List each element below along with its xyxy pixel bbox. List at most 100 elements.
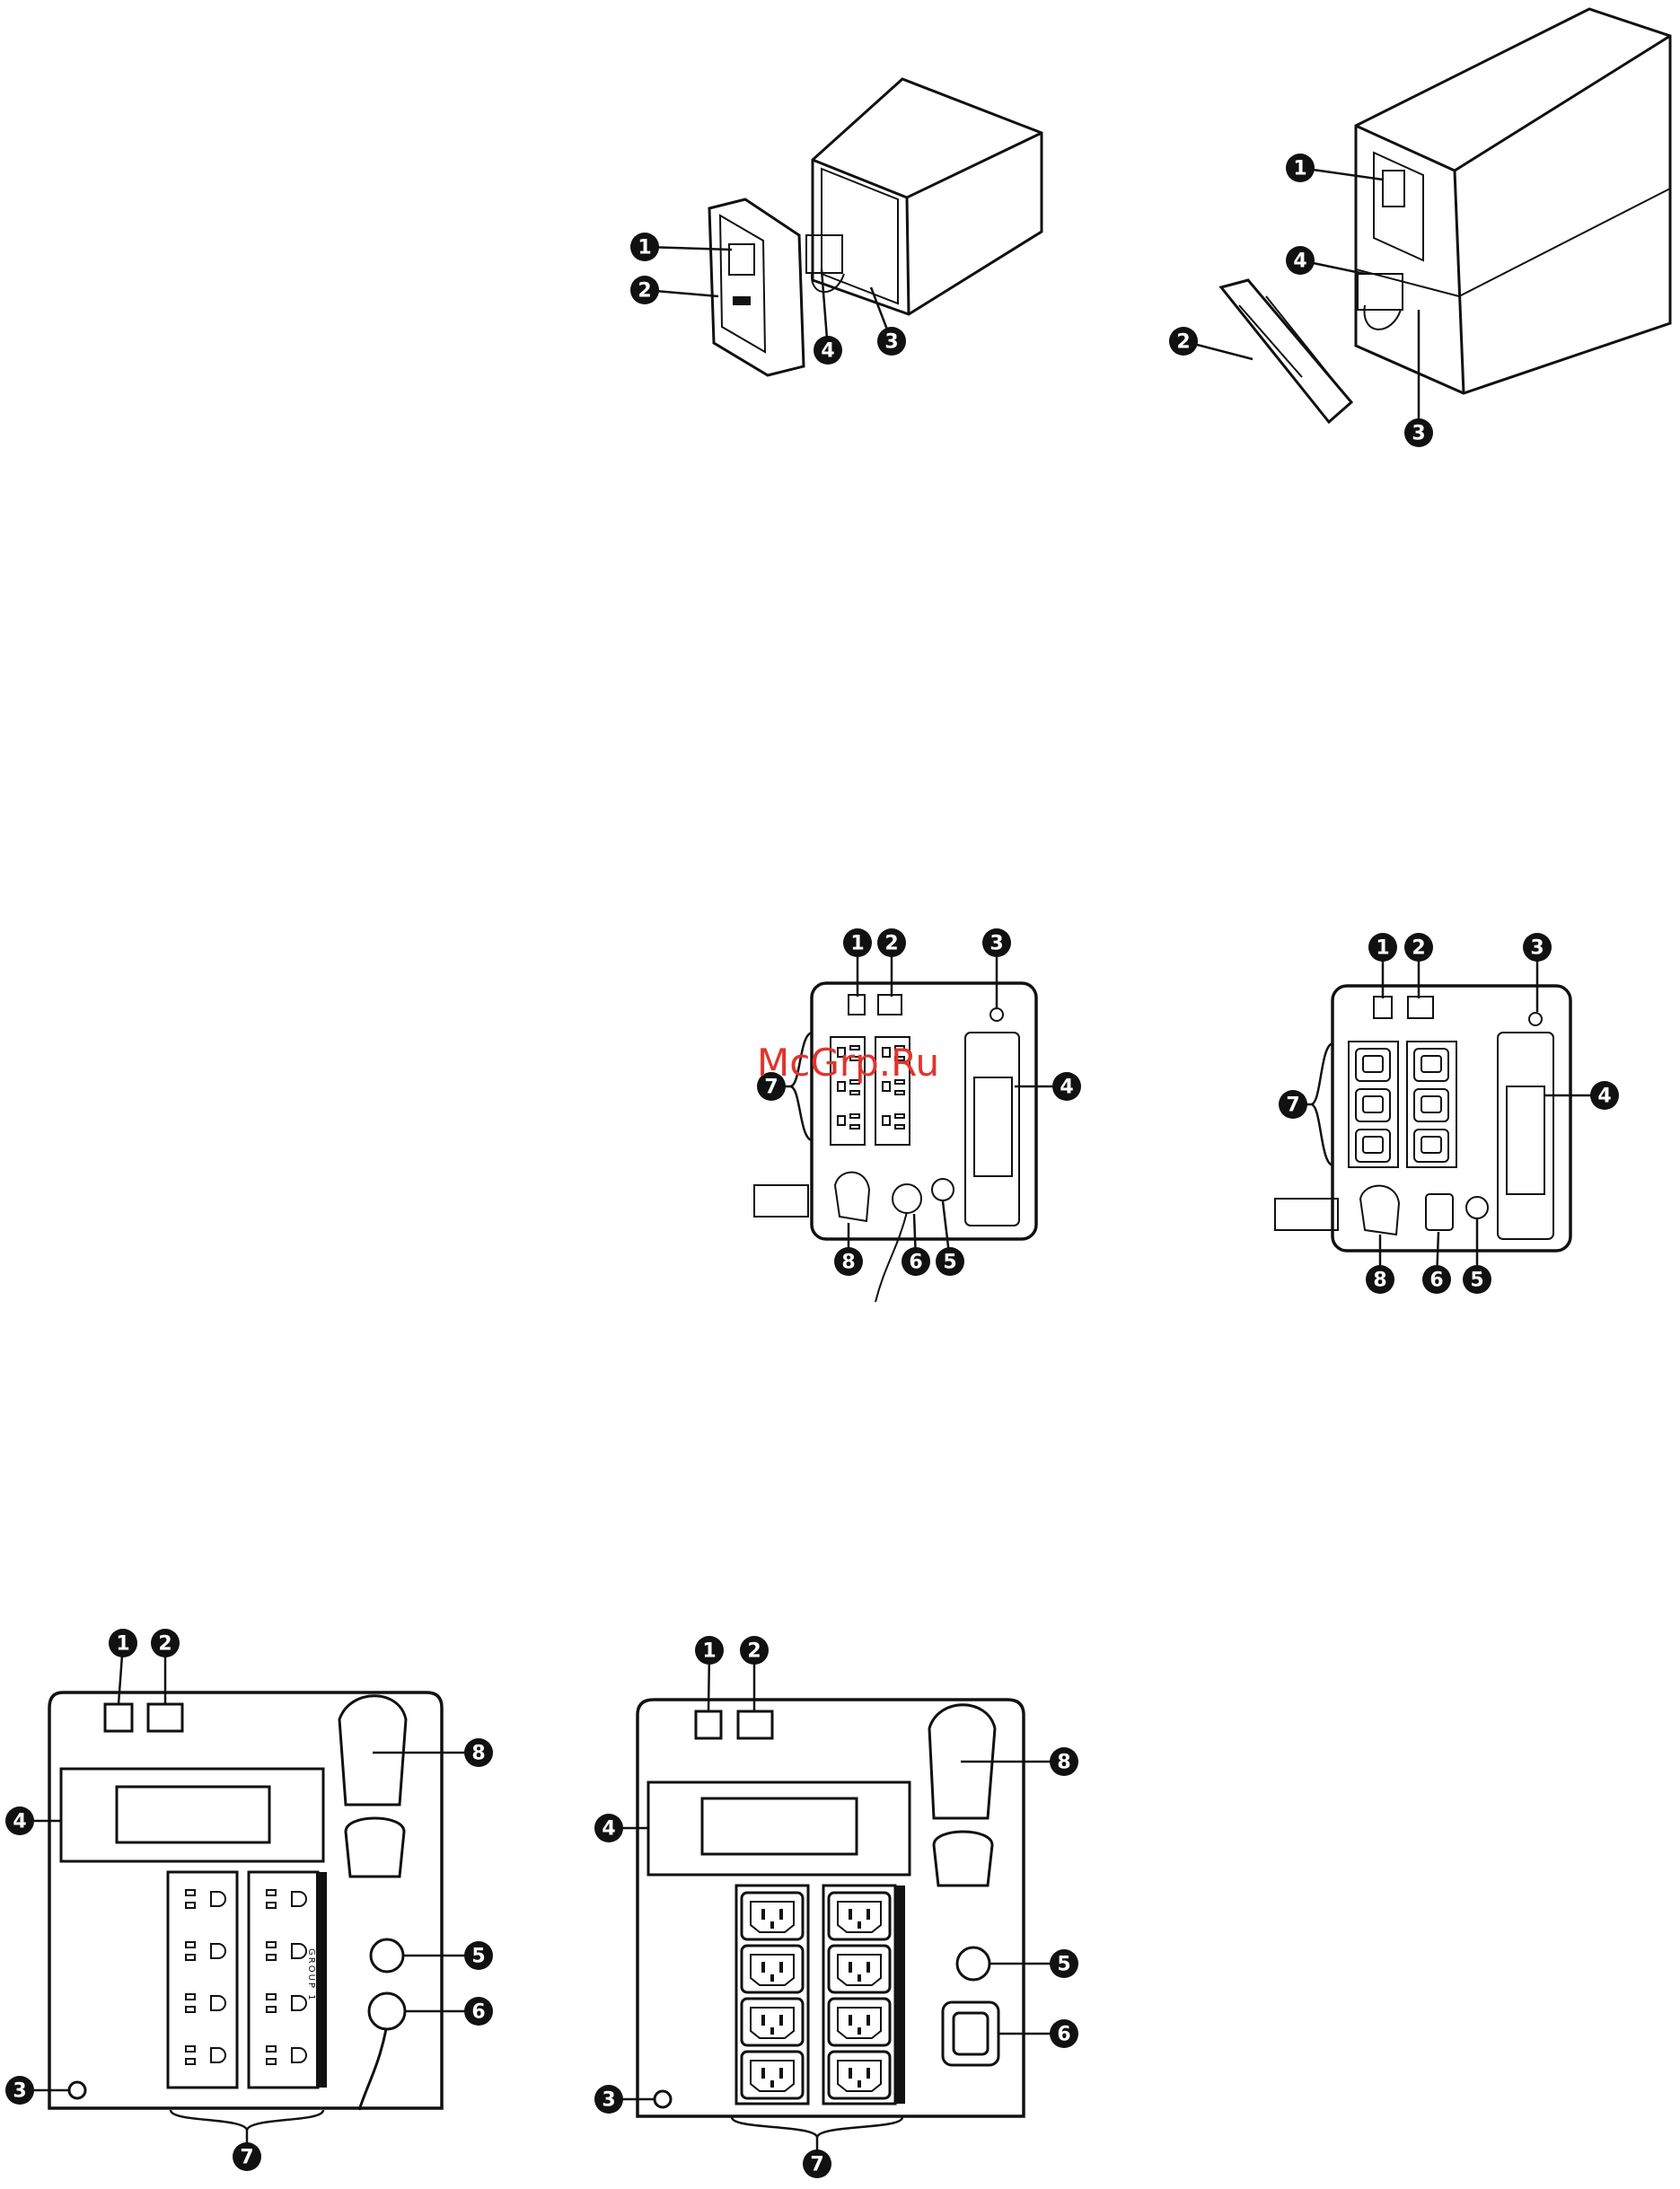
callout-rear-panel-a-3: 3 xyxy=(982,928,1011,957)
callout-rear-panel-b-8: 8 xyxy=(1366,1265,1394,1294)
callout-number: 3 xyxy=(602,2089,615,2112)
callout-number: 3 xyxy=(884,331,898,354)
callout-number: 1 xyxy=(850,933,864,955)
callout-rear-panel-a-1: 1 xyxy=(843,928,872,957)
callout-number: 7 xyxy=(240,2147,253,2169)
figure-rear-panel-b xyxy=(1275,986,1570,1251)
callout-number: 1 xyxy=(116,1633,129,1656)
figure-rear-panel-c: GROUP 1 xyxy=(49,1692,442,2130)
callout-number: 8 xyxy=(841,1252,855,1274)
callout-number: 1 xyxy=(638,237,651,259)
callout-number: 5 xyxy=(1057,1954,1070,1976)
rear-panel-a-frame xyxy=(812,983,1036,1239)
callout-rear-panel-a-8: 8 xyxy=(834,1247,863,1276)
callout-rear-panel-c-3: 3 xyxy=(5,2076,34,2105)
front-bezel xyxy=(709,199,804,375)
group-strip-d xyxy=(894,1886,905,2104)
callout-rear-panel-d-6: 6 xyxy=(1050,2019,1078,2048)
cord-clip-a xyxy=(754,1185,808,1217)
callout-number: 6 xyxy=(1057,2024,1070,2046)
callout-rear-panel-d-2: 2 xyxy=(740,1636,769,1665)
callout-number: 8 xyxy=(1373,1270,1386,1292)
figure-tower-front-2 xyxy=(1221,9,1670,422)
callout-tower-front-2-4: 4 xyxy=(1286,246,1315,275)
bezel-inner xyxy=(720,215,765,352)
callout-number: 5 xyxy=(1470,1270,1483,1292)
callout-tower-front-1-2: 2 xyxy=(630,276,659,304)
callout-tower-front-1-1: 1 xyxy=(630,233,659,261)
figure-tower-front-1 xyxy=(709,79,1042,375)
callout-rear-panel-c-8: 8 xyxy=(464,1738,493,1767)
callout-rear-panel-c-4: 4 xyxy=(5,1807,34,1835)
callout-number: 4 xyxy=(1293,251,1306,273)
callout-number: 3 xyxy=(1412,423,1425,445)
callout-number: 6 xyxy=(909,1252,922,1274)
callout-rear-panel-b-5: 5 xyxy=(1463,1265,1491,1294)
callout-rear-panel-a-6: 6 xyxy=(902,1247,930,1276)
callout-rear-panel-c-5: 5 xyxy=(464,1941,493,1970)
callout-rear-panel-c-7: 7 xyxy=(233,2142,261,2171)
callout-tower-front-2-2: 2 xyxy=(1169,327,1198,356)
callout-rear-panel-d-3: 3 xyxy=(594,2085,623,2114)
watermark: McGrp.Ru xyxy=(757,1041,939,1085)
removed-bezel xyxy=(1221,280,1351,422)
callout-rear-panel-a-4: 4 xyxy=(1052,1072,1081,1101)
callout-number: 3 xyxy=(990,933,1003,955)
callout-rear-panel-b-6: 6 xyxy=(1422,1265,1451,1294)
callout-rear-panel-d-7: 7 xyxy=(803,2149,831,2178)
callout-number: 8 xyxy=(1057,1752,1070,1774)
callout-number: 7 xyxy=(810,2154,823,2176)
callout-tower-front-1-4: 4 xyxy=(814,336,842,365)
callout-number: 7 xyxy=(1286,1094,1299,1117)
callout-number: 3 xyxy=(13,2080,26,2103)
figure-rear-panel-a xyxy=(754,983,1036,1302)
callout-number: 4 xyxy=(821,340,834,363)
figure-rear-panel-d xyxy=(638,1700,1024,2137)
callout-number: 3 xyxy=(1530,937,1544,960)
callout-number: 1 xyxy=(702,1640,716,1663)
callout-rear-panel-d-4: 4 xyxy=(594,1814,623,1842)
callout-rear-panel-b-7: 7 xyxy=(1279,1090,1307,1119)
bezel-display xyxy=(729,244,754,275)
bracket-7-b xyxy=(1311,1043,1333,1165)
callout-number: 8 xyxy=(471,1743,485,1765)
callout-number: 2 xyxy=(158,1633,172,1656)
callout-rear-panel-d-8: 8 xyxy=(1050,1747,1078,1776)
callout-number: 2 xyxy=(1412,937,1425,960)
callout-tower-front-2-3: 3 xyxy=(1404,418,1433,447)
callout-number: 6 xyxy=(471,2001,485,2024)
callout-rear-panel-c-2: 2 xyxy=(151,1629,180,1657)
callout-number: 4 xyxy=(1060,1077,1073,1099)
callout-rear-panel-a-5: 5 xyxy=(936,1247,964,1276)
callout-number: 2 xyxy=(884,933,898,955)
callout-rear-panel-c-1: 1 xyxy=(109,1629,137,1657)
callout-number: 1 xyxy=(1293,158,1306,180)
group-label-strip-c xyxy=(316,1872,327,2088)
callout-rear-panel-b-2: 2 xyxy=(1404,933,1433,962)
bracket-7-c xyxy=(171,2110,323,2130)
callout-number: 2 xyxy=(747,1640,761,1663)
callout-number: 2 xyxy=(1176,331,1190,354)
callout-tower-front-1-3: 3 xyxy=(877,327,906,356)
callout-rear-panel-d-5: 5 xyxy=(1050,1949,1078,1978)
callout-rear-panel-b-1: 1 xyxy=(1368,933,1397,962)
callout-rear-panel-b-3: 3 xyxy=(1523,933,1552,962)
callout-number: 6 xyxy=(1429,1270,1443,1292)
cord-clip-b xyxy=(1275,1199,1338,1230)
callout-number: 2 xyxy=(638,280,651,303)
callout-tower-front-2-1: 1 xyxy=(1286,154,1315,182)
callout-number: 4 xyxy=(1597,1086,1611,1108)
callout-rear-panel-b-4: 4 xyxy=(1590,1081,1619,1110)
ups-body-edge xyxy=(813,133,1042,314)
callout-number: 1 xyxy=(1376,937,1389,960)
display-large xyxy=(1383,171,1404,207)
callout-number: 4 xyxy=(602,1818,615,1841)
callout-number: 4 xyxy=(13,1811,26,1833)
callout-rear-panel-c-6: 6 xyxy=(464,1997,493,2026)
callout-rear-panel-a-2: 2 xyxy=(877,928,906,957)
bezel-logo xyxy=(733,296,751,305)
callout-number: 5 xyxy=(471,1946,485,1968)
outlet-group-label: GROUP 1 xyxy=(306,1948,316,2001)
ups-body-top xyxy=(813,79,1042,314)
